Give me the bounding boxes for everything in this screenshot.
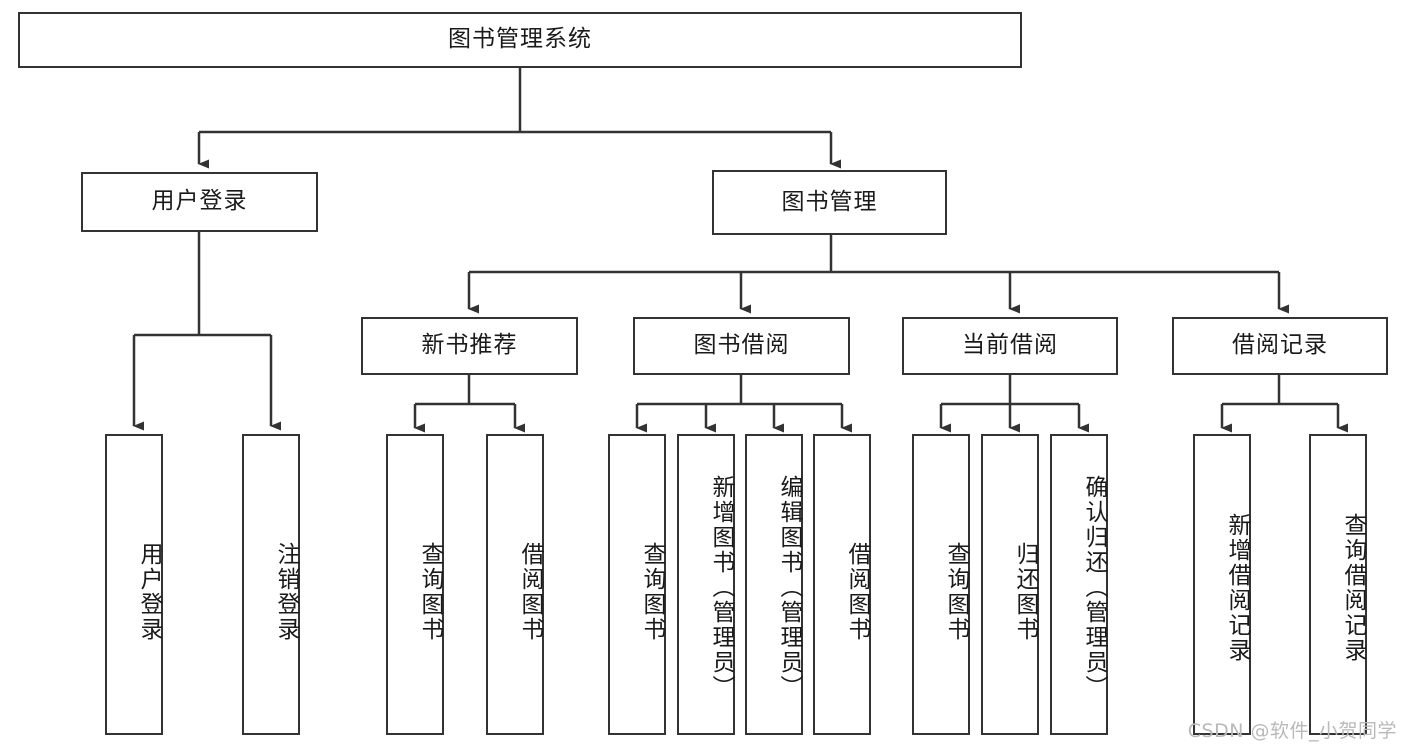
leaf-logout[interactable]: 注销登录 [242, 434, 300, 735]
node-label: 新书推荐 [421, 332, 518, 359]
node-root-system[interactable]: 图书管理系统 [18, 12, 1022, 68]
leaf-query-book-new[interactable]: 查询图书 [386, 434, 444, 735]
leaf-query-borrow-record[interactable]: 查询借阅记录 [1309, 434, 1367, 735]
node-label: 借阅图书 [517, 541, 543, 642]
leaf-query-book-borrow[interactable]: 查询图书 [608, 434, 666, 735]
node-label: 用户登录 [151, 188, 248, 215]
leaf-borrow-book[interactable]: 借阅图书 [813, 434, 871, 735]
node-label: 新增图书（管理员） [708, 475, 734, 700]
node-label: 新增借阅记录 [1224, 512, 1250, 663]
leaf-add-book-admin[interactable]: 新增图书（管理员） [677, 434, 735, 735]
node-book-management[interactable]: 图书管理 [712, 170, 947, 235]
leaf-return-book[interactable]: 归还图书 [981, 434, 1039, 735]
leaf-confirm-return-admin[interactable]: 确认归还（管理员） [1050, 434, 1108, 735]
node-current-borrow[interactable]: 当前借阅 [902, 317, 1118, 375]
leaf-borrow-book-new[interactable]: 借阅图书 [486, 434, 544, 735]
node-label: 注销登录 [273, 541, 299, 642]
node-label: 归还图书 [1012, 541, 1038, 642]
node-label: 查询图书 [639, 541, 665, 642]
node-label: 用户登录 [136, 541, 162, 642]
node-borrow-record[interactable]: 借阅记录 [1172, 317, 1388, 375]
node-user-login[interactable]: 用户登录 [81, 172, 318, 232]
node-label: 查询图书 [417, 541, 443, 642]
node-label: 借阅记录 [1232, 332, 1328, 359]
node-label: 图书借阅 [693, 332, 790, 359]
node-book-borrow[interactable]: 图书借阅 [633, 317, 850, 375]
leaf-add-borrow-record[interactable]: 新增借阅记录 [1193, 434, 1251, 735]
leaf-query-book-current[interactable]: 查询图书 [912, 434, 970, 735]
node-label: 编辑图书（管理员） [776, 475, 802, 700]
node-label: 确认归还（管理员） [1081, 475, 1107, 700]
node-label: 图书管理系统 [448, 26, 592, 53]
node-label: 借阅图书 [844, 541, 870, 642]
node-label: 查询图书 [943, 541, 969, 642]
csdn-watermark: CSDN @软件_小贺同学 [1187, 720, 1397, 742]
node-label: 当前借阅 [962, 332, 1058, 359]
node-new-book-recommend[interactable]: 新书推荐 [361, 317, 578, 375]
leaf-edit-book-admin[interactable]: 编辑图书（管理员） [745, 434, 803, 735]
leaf-user-login[interactable]: 用户登录 [105, 434, 163, 735]
node-label: 图书管理 [781, 188, 878, 215]
node-label: 查询借阅记录 [1340, 512, 1366, 663]
